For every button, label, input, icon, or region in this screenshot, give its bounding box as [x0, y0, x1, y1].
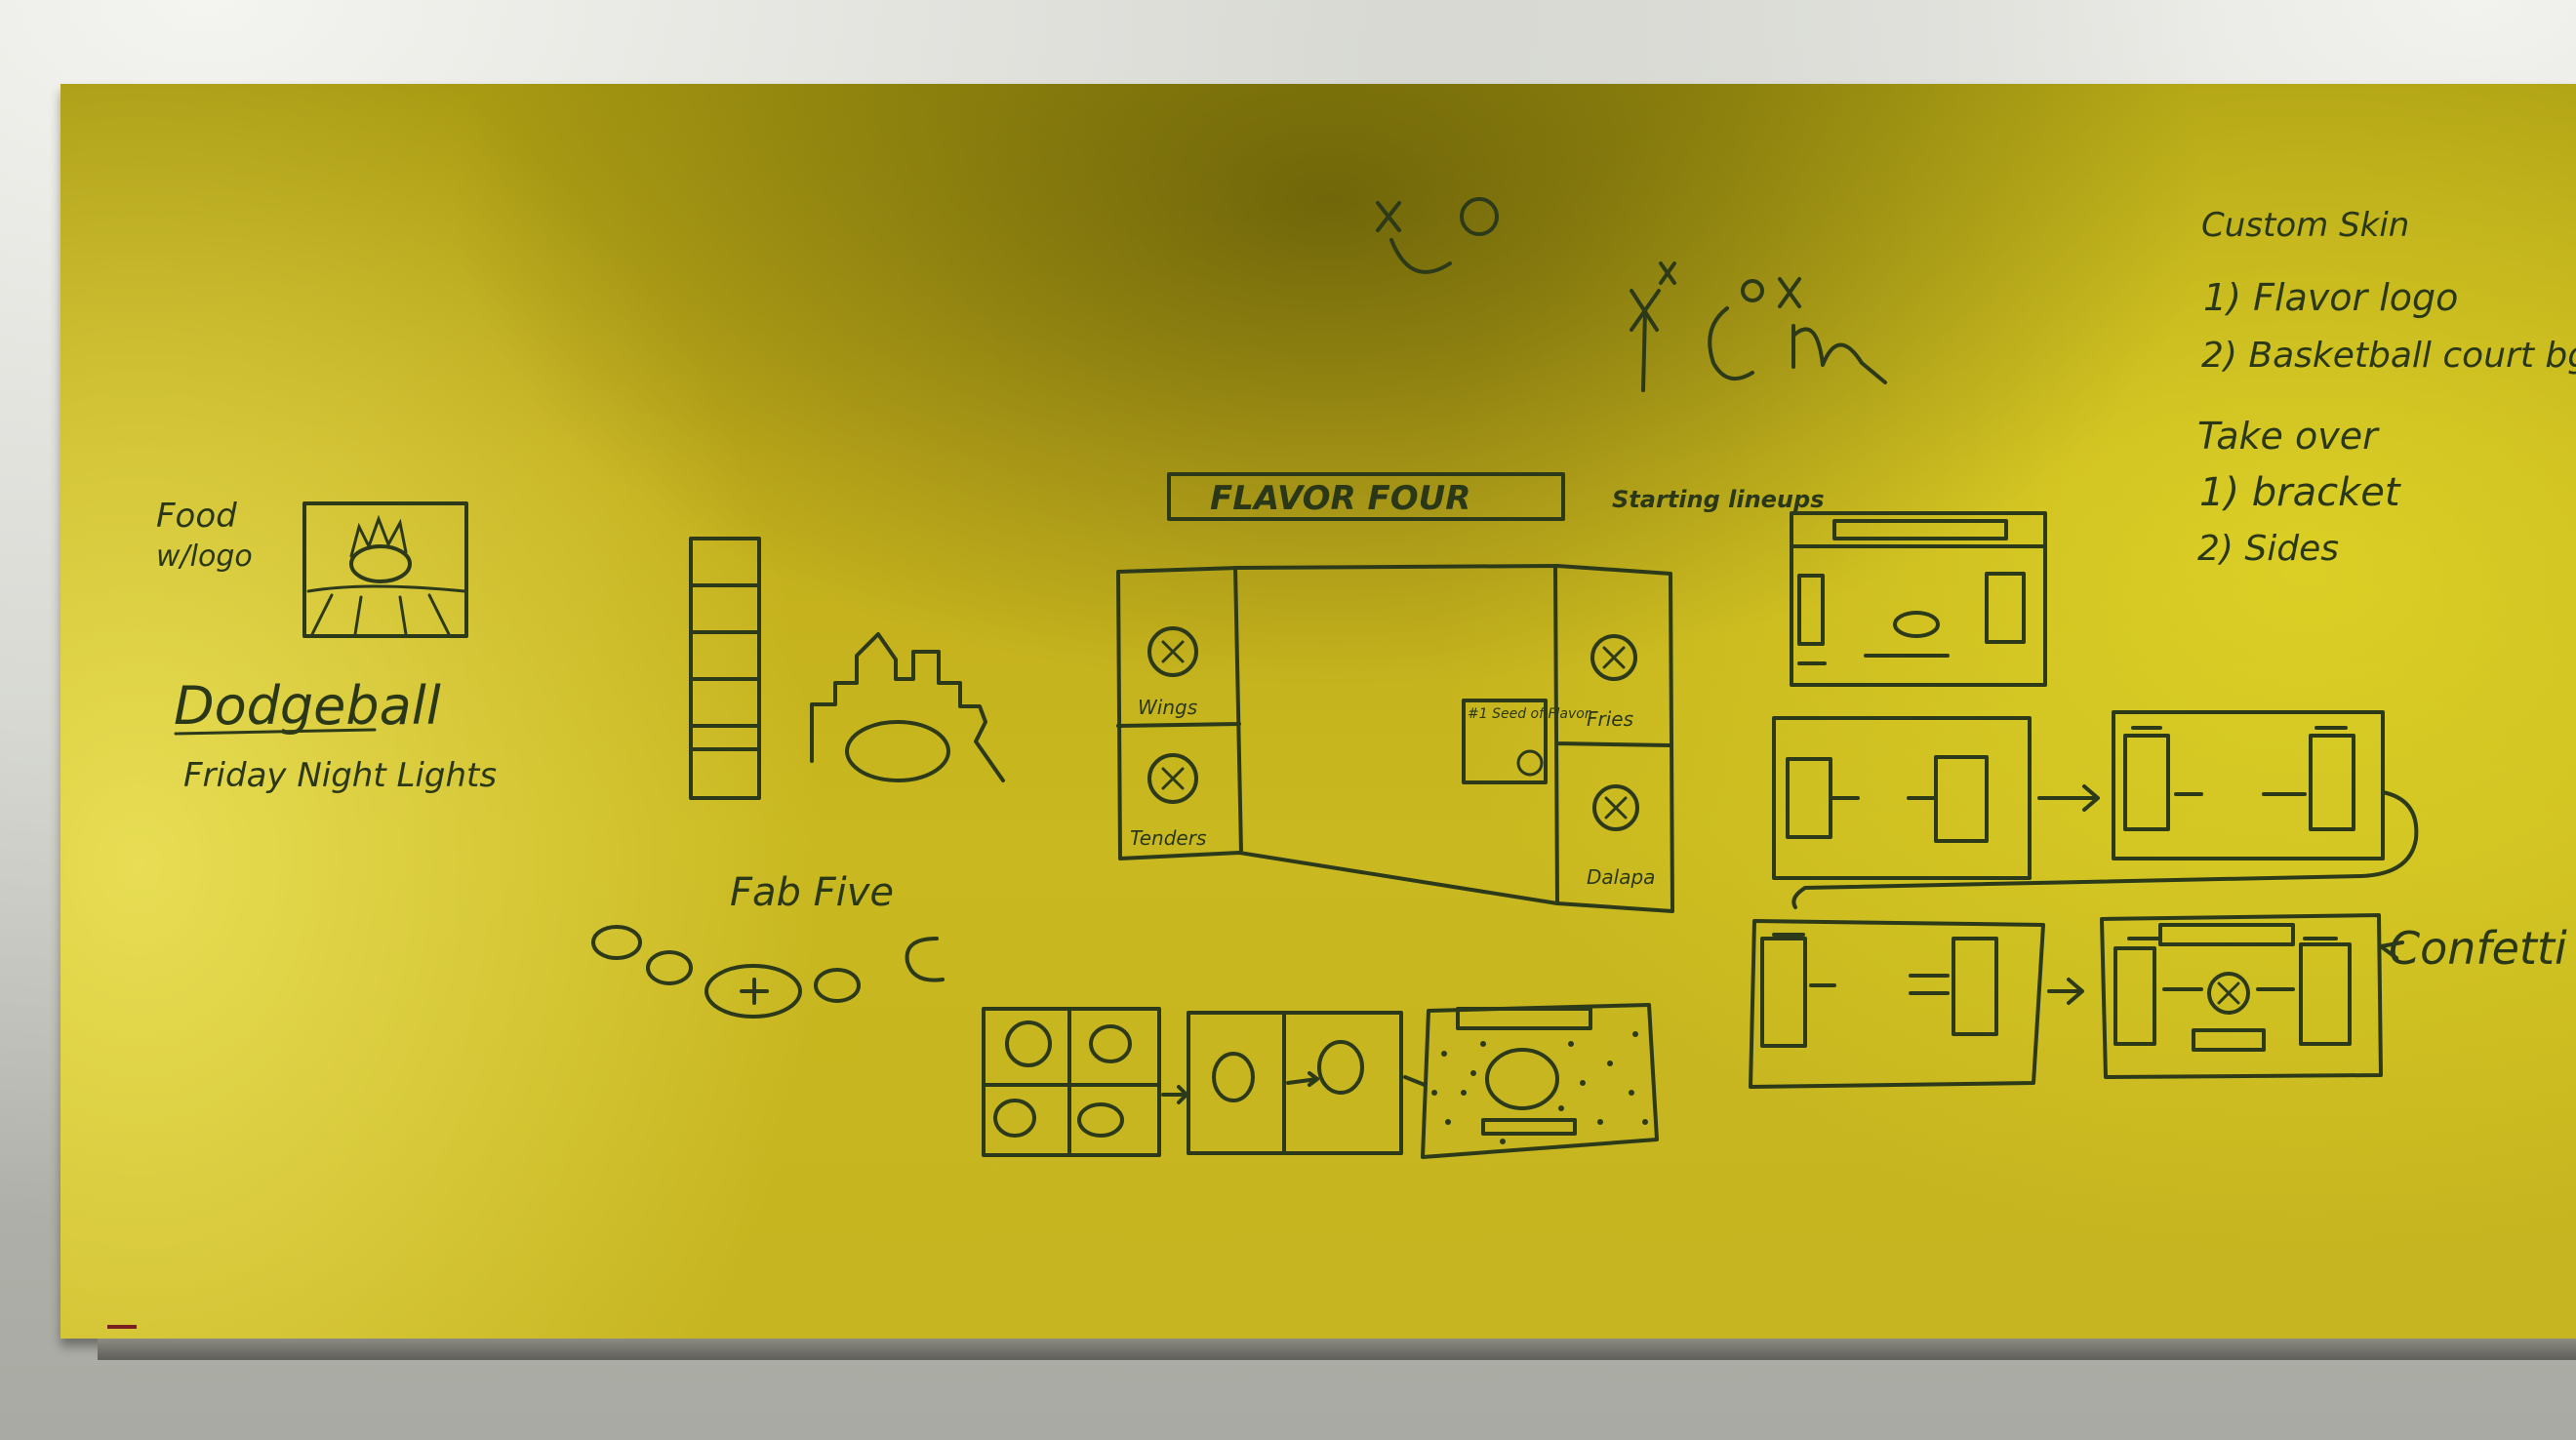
take-over-item-2: 2) Sides — [2197, 529, 2339, 569]
friday-night-lights-label: Friday Night Lights — [183, 756, 497, 795]
team-card-3: Fries — [1587, 707, 1633, 731]
starting-lineups-note: Starting lineups — [1612, 486, 1824, 513]
dodgeball-label: Dodgeball — [174, 675, 441, 737]
storyboard-row — [984, 1005, 1657, 1157]
skyline-ball-sketch — [812, 634, 1003, 780]
fab-five-label: Fab Five — [730, 870, 894, 915]
food-logo-label: w/logo — [156, 540, 253, 574]
fab-five-circles — [593, 927, 943, 1017]
food-label: Food — [156, 497, 237, 536]
custom-skin-label: Custom Skin — [2201, 206, 2409, 245]
flavor-four-banner: FLAVOR FOUR — [1169, 474, 1563, 519]
bracket-row-2 — [1751, 915, 2381, 1087]
take-over-item-1: 1) bracket — [2199, 470, 2401, 515]
custom-skin-item-2: 2) Basketball court bg — [2201, 336, 2576, 376]
team-card-1: Wings — [1138, 696, 1197, 719]
team-card-4: Dalapa — [1587, 865, 1655, 889]
bracket-mockup-top — [1791, 513, 2045, 685]
play-diagram-sketch — [1378, 199, 1885, 390]
team-card-2: Tenders — [1130, 826, 1206, 850]
custom-skin-item-1: 1) Flavor logo — [2203, 276, 2458, 319]
confetti-label: Confetti — [2389, 922, 2567, 975]
flavor-four-title: FLAVOR FOUR — [1210, 479, 1470, 518]
food-logo-sketch — [304, 503, 466, 636]
screen-mockup: Wings Tenders Fries Dalapa #1 Seed of Fl… — [1118, 566, 1672, 911]
take-over-label: Take over — [2197, 415, 2380, 458]
center-card-label: #1 Seed of Flavor — [1468, 706, 1591, 722]
stacked-column-sketch — [691, 539, 759, 798]
bracket-row-1 — [1774, 712, 2416, 907]
